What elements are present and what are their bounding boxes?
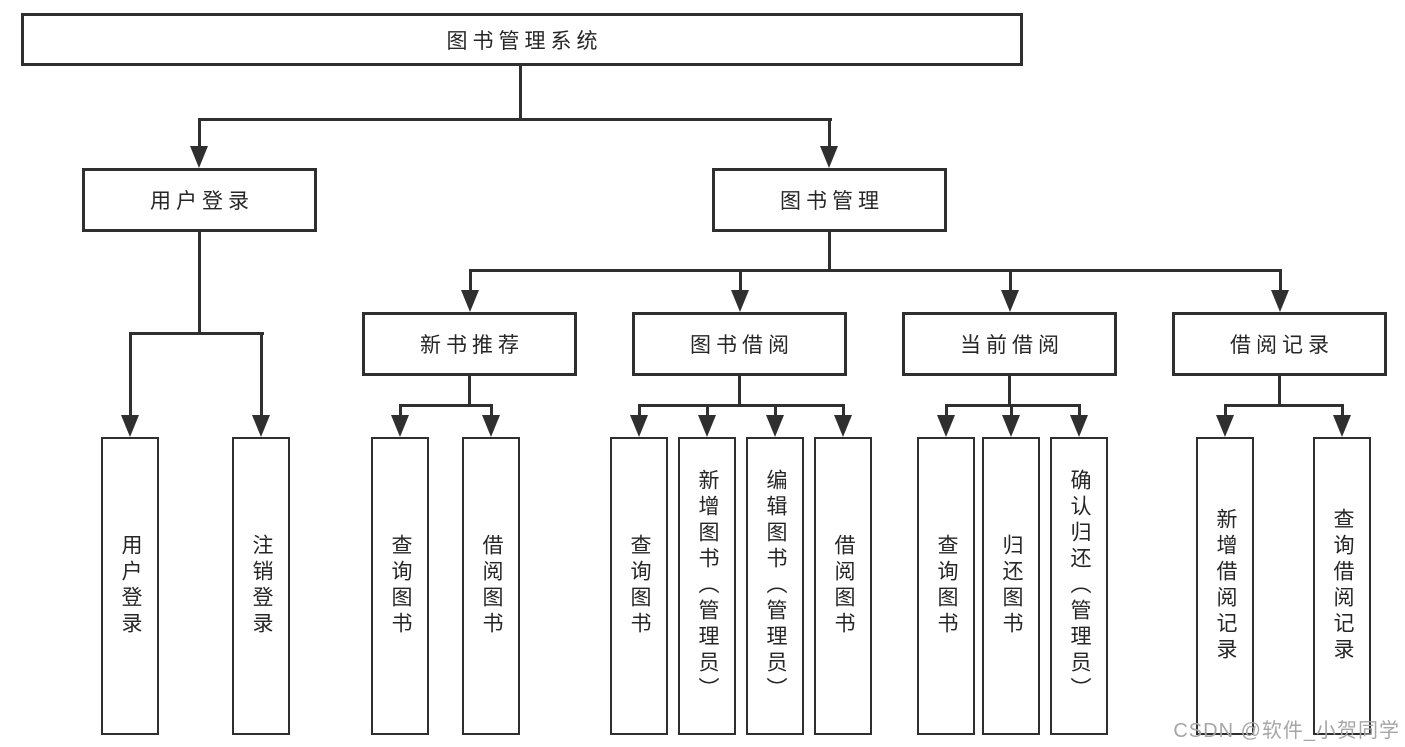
arrow-down-icon — [937, 415, 955, 437]
node-book-borrow: 图书借阅 — [632, 312, 847, 376]
arrow-down-icon — [731, 290, 749, 312]
arrow-down-icon — [482, 415, 500, 437]
arrow-down-icon — [820, 146, 838, 168]
leaf-logout: 注销登录 — [232, 437, 290, 735]
connector-line — [706, 404, 709, 417]
connector-line — [198, 118, 201, 150]
connector-line — [828, 231, 831, 272]
connector-line — [1224, 404, 1344, 407]
connector-line — [399, 404, 493, 407]
leaf-add-book-admin: 新增图书（管理员） — [678, 437, 736, 735]
leaf-borrow-books-recommend: 借阅图书 — [462, 437, 520, 735]
leaf-query-books-recommend: 查询图书 — [371, 437, 429, 735]
arrow-down-icon — [1333, 415, 1351, 437]
leaf-add-borrow-record: 新增借阅记录 — [1196, 437, 1254, 735]
connector-line — [1341, 404, 1344, 417]
connector-line — [490, 404, 493, 417]
node-root: 图书管理系统 — [21, 13, 1023, 66]
arrow-down-icon — [1001, 290, 1019, 312]
connector-line — [638, 404, 641, 417]
leaf-return-book: 归还图书 — [982, 437, 1040, 735]
connector-line — [842, 404, 845, 417]
connector-line — [1009, 269, 1012, 292]
node-new-book-recommend: 新书推荐 — [362, 312, 577, 376]
arrow-down-icon — [391, 415, 409, 437]
leaf-query-books-borrow: 查询图书 — [610, 437, 668, 735]
connector-line — [198, 118, 832, 121]
leaf-user-login: 用户登录 — [101, 437, 159, 735]
leaf-query-borrow-record: 查询借阅记录 — [1313, 437, 1371, 735]
arrow-down-icon — [1216, 415, 1234, 437]
connector-line — [469, 269, 472, 292]
arrow-down-icon — [766, 415, 784, 437]
node-borrow-records: 借阅记录 — [1172, 312, 1387, 376]
connector-line — [129, 332, 264, 335]
connector-line — [1010, 404, 1013, 417]
node-book-mgmt: 图书管理 — [712, 168, 947, 232]
connector-line — [945, 404, 948, 417]
connector-line — [945, 404, 1081, 407]
connector-line — [638, 404, 845, 407]
connector-line — [1278, 375, 1281, 407]
connector-line — [1078, 404, 1081, 417]
arrow-down-icon — [1271, 290, 1289, 312]
connector-line — [1224, 404, 1227, 417]
connector-line — [739, 269, 742, 292]
connector-line — [129, 332, 132, 417]
connector-line — [1008, 375, 1011, 407]
arrow-down-icon — [121, 415, 139, 437]
leaf-edit-book-admin: 编辑图书（管理员） — [746, 437, 804, 735]
arrow-down-icon — [630, 415, 648, 437]
connector-line — [738, 375, 741, 407]
watermark: CSDN @软件_小贺同学 — [1173, 720, 1400, 742]
connector-line — [469, 269, 1282, 272]
connector-line — [468, 375, 471, 407]
connector-line — [774, 404, 777, 417]
arrow-down-icon — [698, 415, 716, 437]
leaf-borrow-books: 借阅图书 — [814, 437, 872, 735]
connector-line — [399, 404, 402, 417]
arrow-down-icon — [834, 415, 852, 437]
node-current-borrow: 当前借阅 — [902, 312, 1117, 376]
arrow-down-icon — [190, 146, 208, 168]
connector-line — [1279, 269, 1282, 292]
leaf-confirm-return-admin: 确认归还（管理员） — [1050, 437, 1108, 735]
leaf-query-books-current: 查询图书 — [917, 437, 975, 735]
connector-line — [260, 332, 263, 417]
connector-line — [519, 66, 522, 119]
arrow-down-icon — [252, 415, 270, 437]
connector-line — [198, 231, 201, 334]
arrow-down-icon — [461, 290, 479, 312]
connector-line — [828, 118, 831, 150]
node-user-login: 用户登录 — [82, 168, 317, 232]
arrow-down-icon — [1070, 415, 1088, 437]
arrow-down-icon — [1002, 415, 1020, 437]
